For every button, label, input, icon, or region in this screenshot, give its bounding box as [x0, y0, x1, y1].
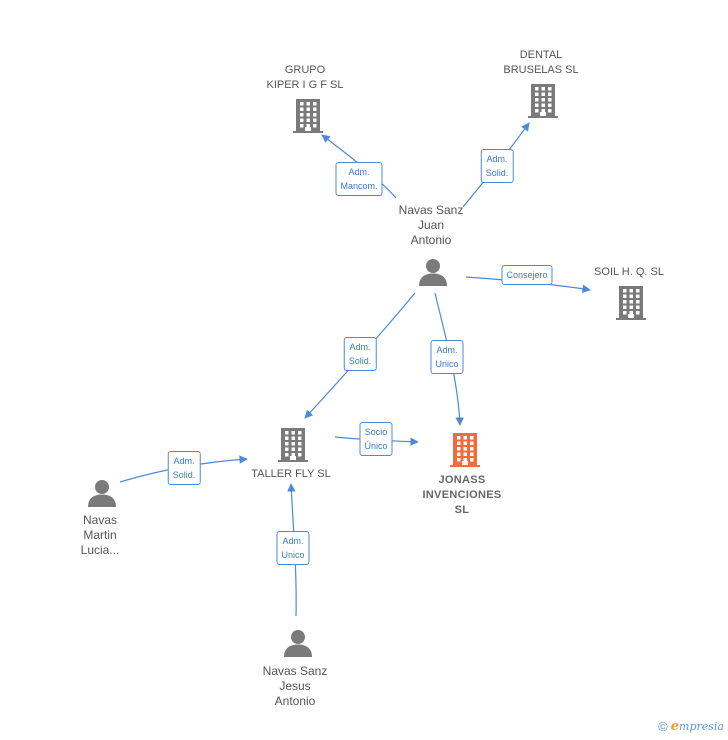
edge-label-juan-grupo[interactable]: Adm. Mancom.	[335, 162, 383, 196]
node-label-navas-martin[interactable]: Navas Martin Lucia...	[80, 513, 120, 557]
dental-bruselas-building-icon[interactable]	[528, 84, 558, 123]
edge-label-jesus-taller[interactable]: Adm. Unico	[276, 531, 310, 565]
node-label-jonass[interactable]: JONASS INVENCIONES SL	[422, 474, 502, 516]
grupo-kiper-building-icon[interactable]	[293, 99, 323, 138]
node-label-dental-bruselas[interactable]: DENTAL BRUSELAS SL	[503, 49, 579, 76]
jonass-building-icon[interactable]	[450, 433, 480, 472]
node-label-navas-jesus[interactable]: Navas Sanz Jesus Antonio	[262, 664, 328, 708]
node-label-grupo-kiper[interactable]: GRUPO KIPER I G F SL	[266, 64, 344, 91]
navas-martin-person-icon[interactable]	[88, 479, 116, 512]
copyright-icon: ©	[658, 719, 668, 734]
edge-label-taller-jonass[interactable]: Socio Único	[359, 422, 393, 456]
node-label-soil-hq[interactable]: SOIL H. Q. SL	[594, 266, 664, 278]
node-label-navas-juan[interactable]: Navas Sanz Juan Antonio	[398, 203, 464, 247]
navas-jesus-person-icon[interactable]	[284, 629, 312, 662]
edge-label-martin-taller[interactable]: Adm. Solid.	[167, 451, 201, 485]
edge-label-juan-dental[interactable]: Adm. Solid.	[480, 149, 514, 183]
edge-label-juan-taller[interactable]: Adm. Solid.	[343, 337, 377, 371]
soil-hq-building-icon[interactable]	[616, 286, 646, 325]
brand-name: empresia	[670, 719, 724, 734]
node-label-taller-fly[interactable]: TALLER FLY SL	[251, 468, 331, 480]
taller-fly-building-icon[interactable]	[278, 428, 308, 467]
empresia-watermark: © empresia	[658, 719, 724, 734]
navas-juan-person-icon[interactable]	[419, 258, 447, 291]
edge-label-juan-soil[interactable]: Consejero	[501, 265, 553, 285]
edge-label-juan-jonass[interactable]: Adm. Unico	[430, 340, 464, 374]
